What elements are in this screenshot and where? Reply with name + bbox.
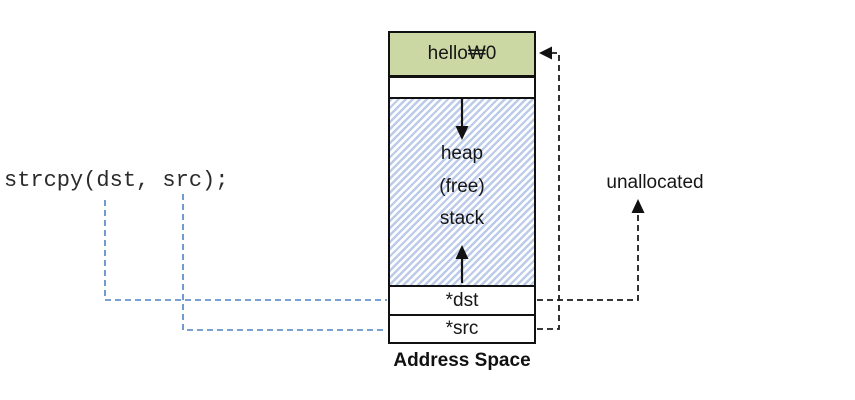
address-space-box: hello₩0 heap (free) stack *dst *src xyxy=(388,31,536,344)
address-space-title: Address Space xyxy=(393,350,531,371)
left-arrowhead-icon xyxy=(539,46,552,60)
empty-segment xyxy=(390,78,534,99)
src-to-string-connector xyxy=(537,46,560,330)
free-label: (free) xyxy=(439,176,485,197)
up-arrowhead-icon xyxy=(631,199,645,213)
strcpy-code-text: strcpy(dst, src); xyxy=(4,168,229,193)
dst-pointer-segment: *dst xyxy=(390,287,534,316)
dst-to-unallocated-connector xyxy=(537,199,645,301)
free-memory-segment: heap (free) stack xyxy=(390,99,534,287)
stack-label: stack xyxy=(439,208,485,229)
src-argument-link xyxy=(182,194,387,331)
string-literal-segment: hello₩0 xyxy=(390,33,534,78)
unallocated-label: unallocated xyxy=(606,172,704,193)
heap-label: heap xyxy=(440,143,484,164)
dst-argument-link xyxy=(104,200,387,301)
src-pointer-segment: *src xyxy=(445,318,479,339)
